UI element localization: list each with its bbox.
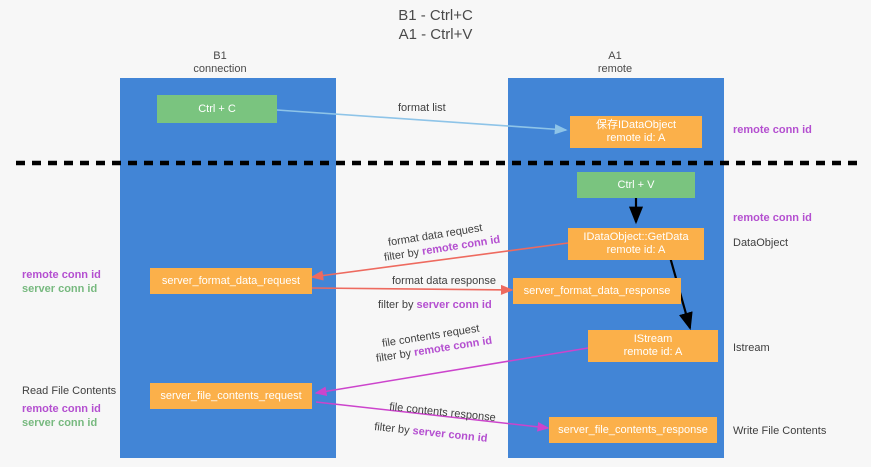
node-save-idataobject-sublabel: remote id: A [606,132,666,144]
node-server-format-data-request[interactable]: server_format_data_request [150,268,312,294]
node-ctrl-v[interactable]: Ctrl + V [577,172,695,198]
lane-header-a1: A1 remote [535,50,695,76]
lane-header-b1-sub: connection [193,63,247,75]
node-server-file-contents-response-label: server_file_contents_response [558,423,708,436]
annotation-right-istream: Istream [733,342,770,354]
annotation-right-write-file-contents: Write File Contents [733,425,827,437]
lane-header-a1-sub: remote [597,63,633,75]
edge-label-format-list: format list [398,102,446,114]
edge-label-file-contents-response-filter: filter by server conn id [374,420,489,446]
annotation-right-remote-conn-id-top: remote conn id [733,124,812,136]
annotation-right-remote-conn-id-mid: remote conn id [733,212,812,224]
edge-label-format-data-response-filter: filter by server conn id [378,298,492,312]
node-save-idataobject[interactable]: 保存IDataObject remote id: A [570,116,702,148]
node-idataobject-getdata-sublabel: remote id: A [606,244,666,256]
node-idataobject-getdata-label: IDataObject::GetData [583,231,689,243]
lane-header-b1-name: B1 [213,50,227,62]
node-server-format-data-response-label: server_format_data_response [523,284,671,297]
annotation-left-server-conn-id-2: server conn id [22,417,98,429]
node-server-format-data-request-label: server_format_data_request [161,274,301,287]
edge-label-file-contents-response-filter-prefix: filter by [373,420,414,437]
annotation-left-remote-conn-id-2: remote conn id [22,403,101,415]
edge-label-file-contents-response: file contents response [388,400,497,425]
annotation-left-server-conn-id: server conn id [22,283,98,295]
edge-label-format-data-response-filter-key: server conn id [416,299,492,311]
node-ctrl-v-label: Ctrl + V [617,178,655,191]
annotation-right-dataobject: DataObject [733,237,789,249]
annotation-left-read-file-contents: Read File Contents [22,385,117,397]
node-server-file-contents-request[interactable]: server_file_contents_request [150,383,312,409]
node-save-idataobject-label: 保存IDataObject [595,119,677,131]
title-line-1: B1 - Ctrl+C [398,7,473,24]
title-line-2: A1 - Ctrl+V [398,26,473,43]
node-istream-label: IStream [633,333,673,345]
node-istream[interactable]: IStream remote id: A [588,330,718,362]
node-idataobject-getdata[interactable]: IDataObject::GetData remote id: A [568,228,704,260]
node-ctrl-c[interactable]: Ctrl + C [157,95,277,123]
edge-label-file-contents-request-filter-prefix: filter by [375,346,416,365]
edge-label-file-contents-response-filter-key: server conn id [411,425,488,445]
annotation-left-remote-conn-id: remote conn id [22,269,101,281]
page-title: B1 - Ctrl+C A1 - Ctrl+V [0,6,871,44]
lane-header-a1-name: A1 [608,50,622,62]
edge-label-format-data-response: format data response [392,275,496,287]
node-ctrl-c-label: Ctrl + C [198,102,236,115]
node-server-file-contents-request-label: server_file_contents_request [160,389,302,402]
edge-label-format-data-response-filter-prefix: filter by [378,299,417,311]
node-server-format-data-response[interactable]: server_format_data_response [513,278,681,304]
node-istream-sublabel: remote id: A [623,346,683,358]
node-server-file-contents-response[interactable]: server_file_contents_response [549,417,717,443]
lane-header-b1: B1 connection [140,50,300,76]
